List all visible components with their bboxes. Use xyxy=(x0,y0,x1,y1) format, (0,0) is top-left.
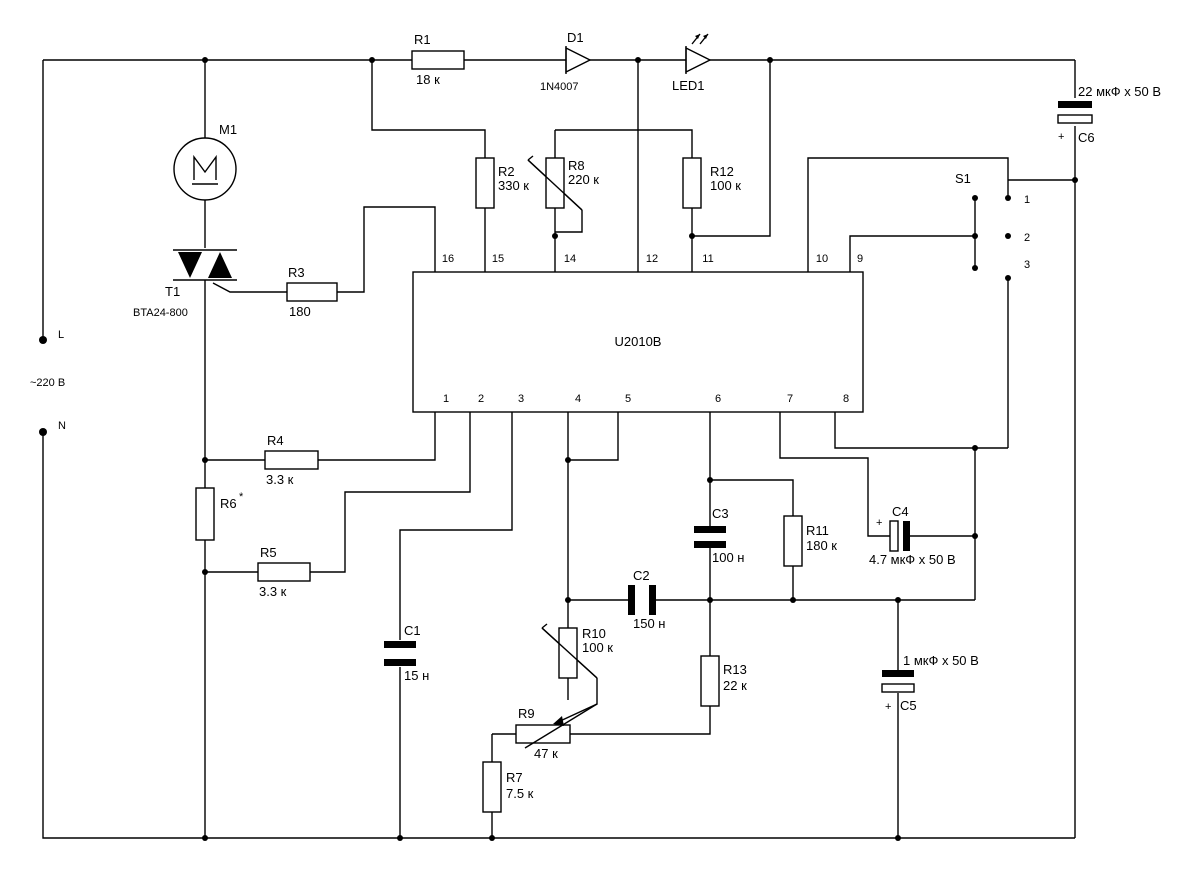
c4-polarity: + xyxy=(876,517,882,529)
c1-ref: C1 xyxy=(404,623,421,638)
r7-value: 7.5 к xyxy=(506,786,534,801)
pin-4: 4 xyxy=(575,393,581,405)
c3-value: 100 н xyxy=(712,550,744,565)
r13-value: 22 к xyxy=(723,678,747,693)
c6-capacitor: 22 мкФ x 50 В + C6 xyxy=(1057,84,1161,145)
ic-u2010b: U2010B 1 2 3 4 5 6 7 8 9 10 11 12 14 15 … xyxy=(412,253,864,413)
c6-polarity: + xyxy=(1058,131,1064,143)
r7-ref: R7 xyxy=(506,770,523,785)
pin-12: 12 xyxy=(646,253,658,265)
d1-diode: D1 1N4007 xyxy=(540,30,592,93)
r13-ref: R13 xyxy=(723,662,747,677)
r9-potentiometer: R9 47 к xyxy=(515,703,598,761)
c4-capacitor: C4 + 4.7 мкФ x 50 В xyxy=(869,504,956,567)
c2-value: 150 н xyxy=(633,616,665,631)
r8-value: 220 к xyxy=(568,172,599,187)
r11-resistor: R11 180 к xyxy=(783,515,837,567)
pin-15: 15 xyxy=(492,253,504,265)
r12-value: 100 к xyxy=(710,178,741,193)
r6-ref: R6 xyxy=(220,496,237,511)
r1-resistor: R1 18 к xyxy=(411,32,465,87)
r13-resistor: R13 22 к xyxy=(700,655,747,707)
r10-value: 100 к xyxy=(582,640,613,655)
r4-resistor: R4 3.3 к xyxy=(264,433,319,487)
r7-resistor: R7 7.5 к xyxy=(482,761,534,813)
t1-value: BTA24-800 xyxy=(133,307,188,319)
r5-ref: R5 xyxy=(260,545,277,560)
c6-ref: C6 xyxy=(1078,130,1095,145)
m1-motor: M1 xyxy=(173,122,237,201)
c1-value: 15 н xyxy=(404,668,429,683)
r11-ref: R11 xyxy=(806,523,829,538)
led1-diode: LED1 xyxy=(672,33,712,93)
led1-ref: LED1 xyxy=(672,78,705,93)
r3-ref: R3 xyxy=(288,265,305,280)
pin-9: 9 xyxy=(857,253,863,265)
supply-voltage-label: ~220 В xyxy=(30,377,65,389)
pin-2: 2 xyxy=(478,393,484,405)
r1-value: 18 к xyxy=(416,72,440,87)
c2-capacitor: C2 150 н xyxy=(628,568,665,631)
pin-8: 8 xyxy=(843,393,849,405)
c2-ref: C2 xyxy=(633,568,650,583)
pin-16: 16 xyxy=(442,253,454,265)
c3-capacitor: C3 100 н xyxy=(694,506,744,565)
r2-resistor: R2 330 к xyxy=(475,157,529,209)
c5-value: 1 мкФ x 50 В xyxy=(903,653,979,668)
s1-pos-2: 2 xyxy=(1024,232,1030,244)
r5-value: 3.3 к xyxy=(259,584,287,599)
c5-capacitor: 1 мкФ x 50 В + C5 xyxy=(881,653,979,713)
pin-5: 5 xyxy=(625,393,631,405)
d1-ref: D1 xyxy=(567,30,584,45)
r2-ref: R2 xyxy=(498,164,515,179)
c3-ref: C3 xyxy=(712,506,729,521)
s1-pos-1: 1 xyxy=(1024,194,1030,206)
c5-ref: C5 xyxy=(900,698,917,713)
pin-11: 11 xyxy=(702,253,713,265)
r10-trimmer: R10 100 к xyxy=(541,626,613,679)
r6-mark: * xyxy=(239,491,244,503)
r10-ref: R10 xyxy=(582,626,606,641)
s1-switch: S1 1 2 3 xyxy=(955,171,1030,281)
r2-value: 330 к xyxy=(498,178,529,193)
r4-ref: R4 xyxy=(267,433,284,448)
c6-value: 22 мкФ x 50 В xyxy=(1078,84,1161,99)
r11-value: 180 к xyxy=(806,538,837,553)
pin-14: 14 xyxy=(564,253,576,265)
r8-ref: R8 xyxy=(568,158,585,173)
junctions xyxy=(202,57,1078,841)
r8-trimmer: R8 220 к xyxy=(527,157,599,211)
t1-triac: T1 BTA24-800 xyxy=(133,249,237,319)
c1-capacitor: C1 15 н xyxy=(384,623,429,683)
ic-name: U2010B xyxy=(615,334,662,349)
pin-3: 3 xyxy=(518,393,524,405)
pin-6: 6 xyxy=(715,393,721,405)
r4-value: 3.3 к xyxy=(266,472,294,487)
r5-resistor: R5 3.3 к xyxy=(257,545,311,599)
supply-terminals: L N ~220 В xyxy=(30,329,66,436)
r1-ref: R1 xyxy=(414,32,431,47)
r12-resistor: R12 100 к xyxy=(682,157,741,209)
r9-ref: R9 xyxy=(518,706,535,721)
pin-7: 7 xyxy=(787,393,793,405)
r3-resistor: R3 180 xyxy=(286,265,338,319)
s1-pos-3: 3 xyxy=(1024,259,1030,271)
c5-polarity: + xyxy=(885,701,891,713)
r3-value: 180 xyxy=(289,304,311,319)
supply-line-label: L xyxy=(58,329,64,341)
c4-value: 4.7 мкФ x 50 В xyxy=(869,552,956,567)
m1-ref: M1 xyxy=(219,122,237,137)
r6-resistor: R6 * xyxy=(195,487,244,541)
r9-value: 47 к xyxy=(534,746,558,761)
c4-ref: C4 xyxy=(892,504,909,519)
d1-value: 1N4007 xyxy=(540,81,579,93)
r12-ref: R12 xyxy=(710,164,734,179)
s1-ref: S1 xyxy=(955,171,971,186)
pin-1: 1 xyxy=(443,393,449,405)
supply-neutral-label: N xyxy=(58,420,66,432)
pin-10: 10 xyxy=(816,253,828,265)
t1-ref: T1 xyxy=(165,284,180,299)
